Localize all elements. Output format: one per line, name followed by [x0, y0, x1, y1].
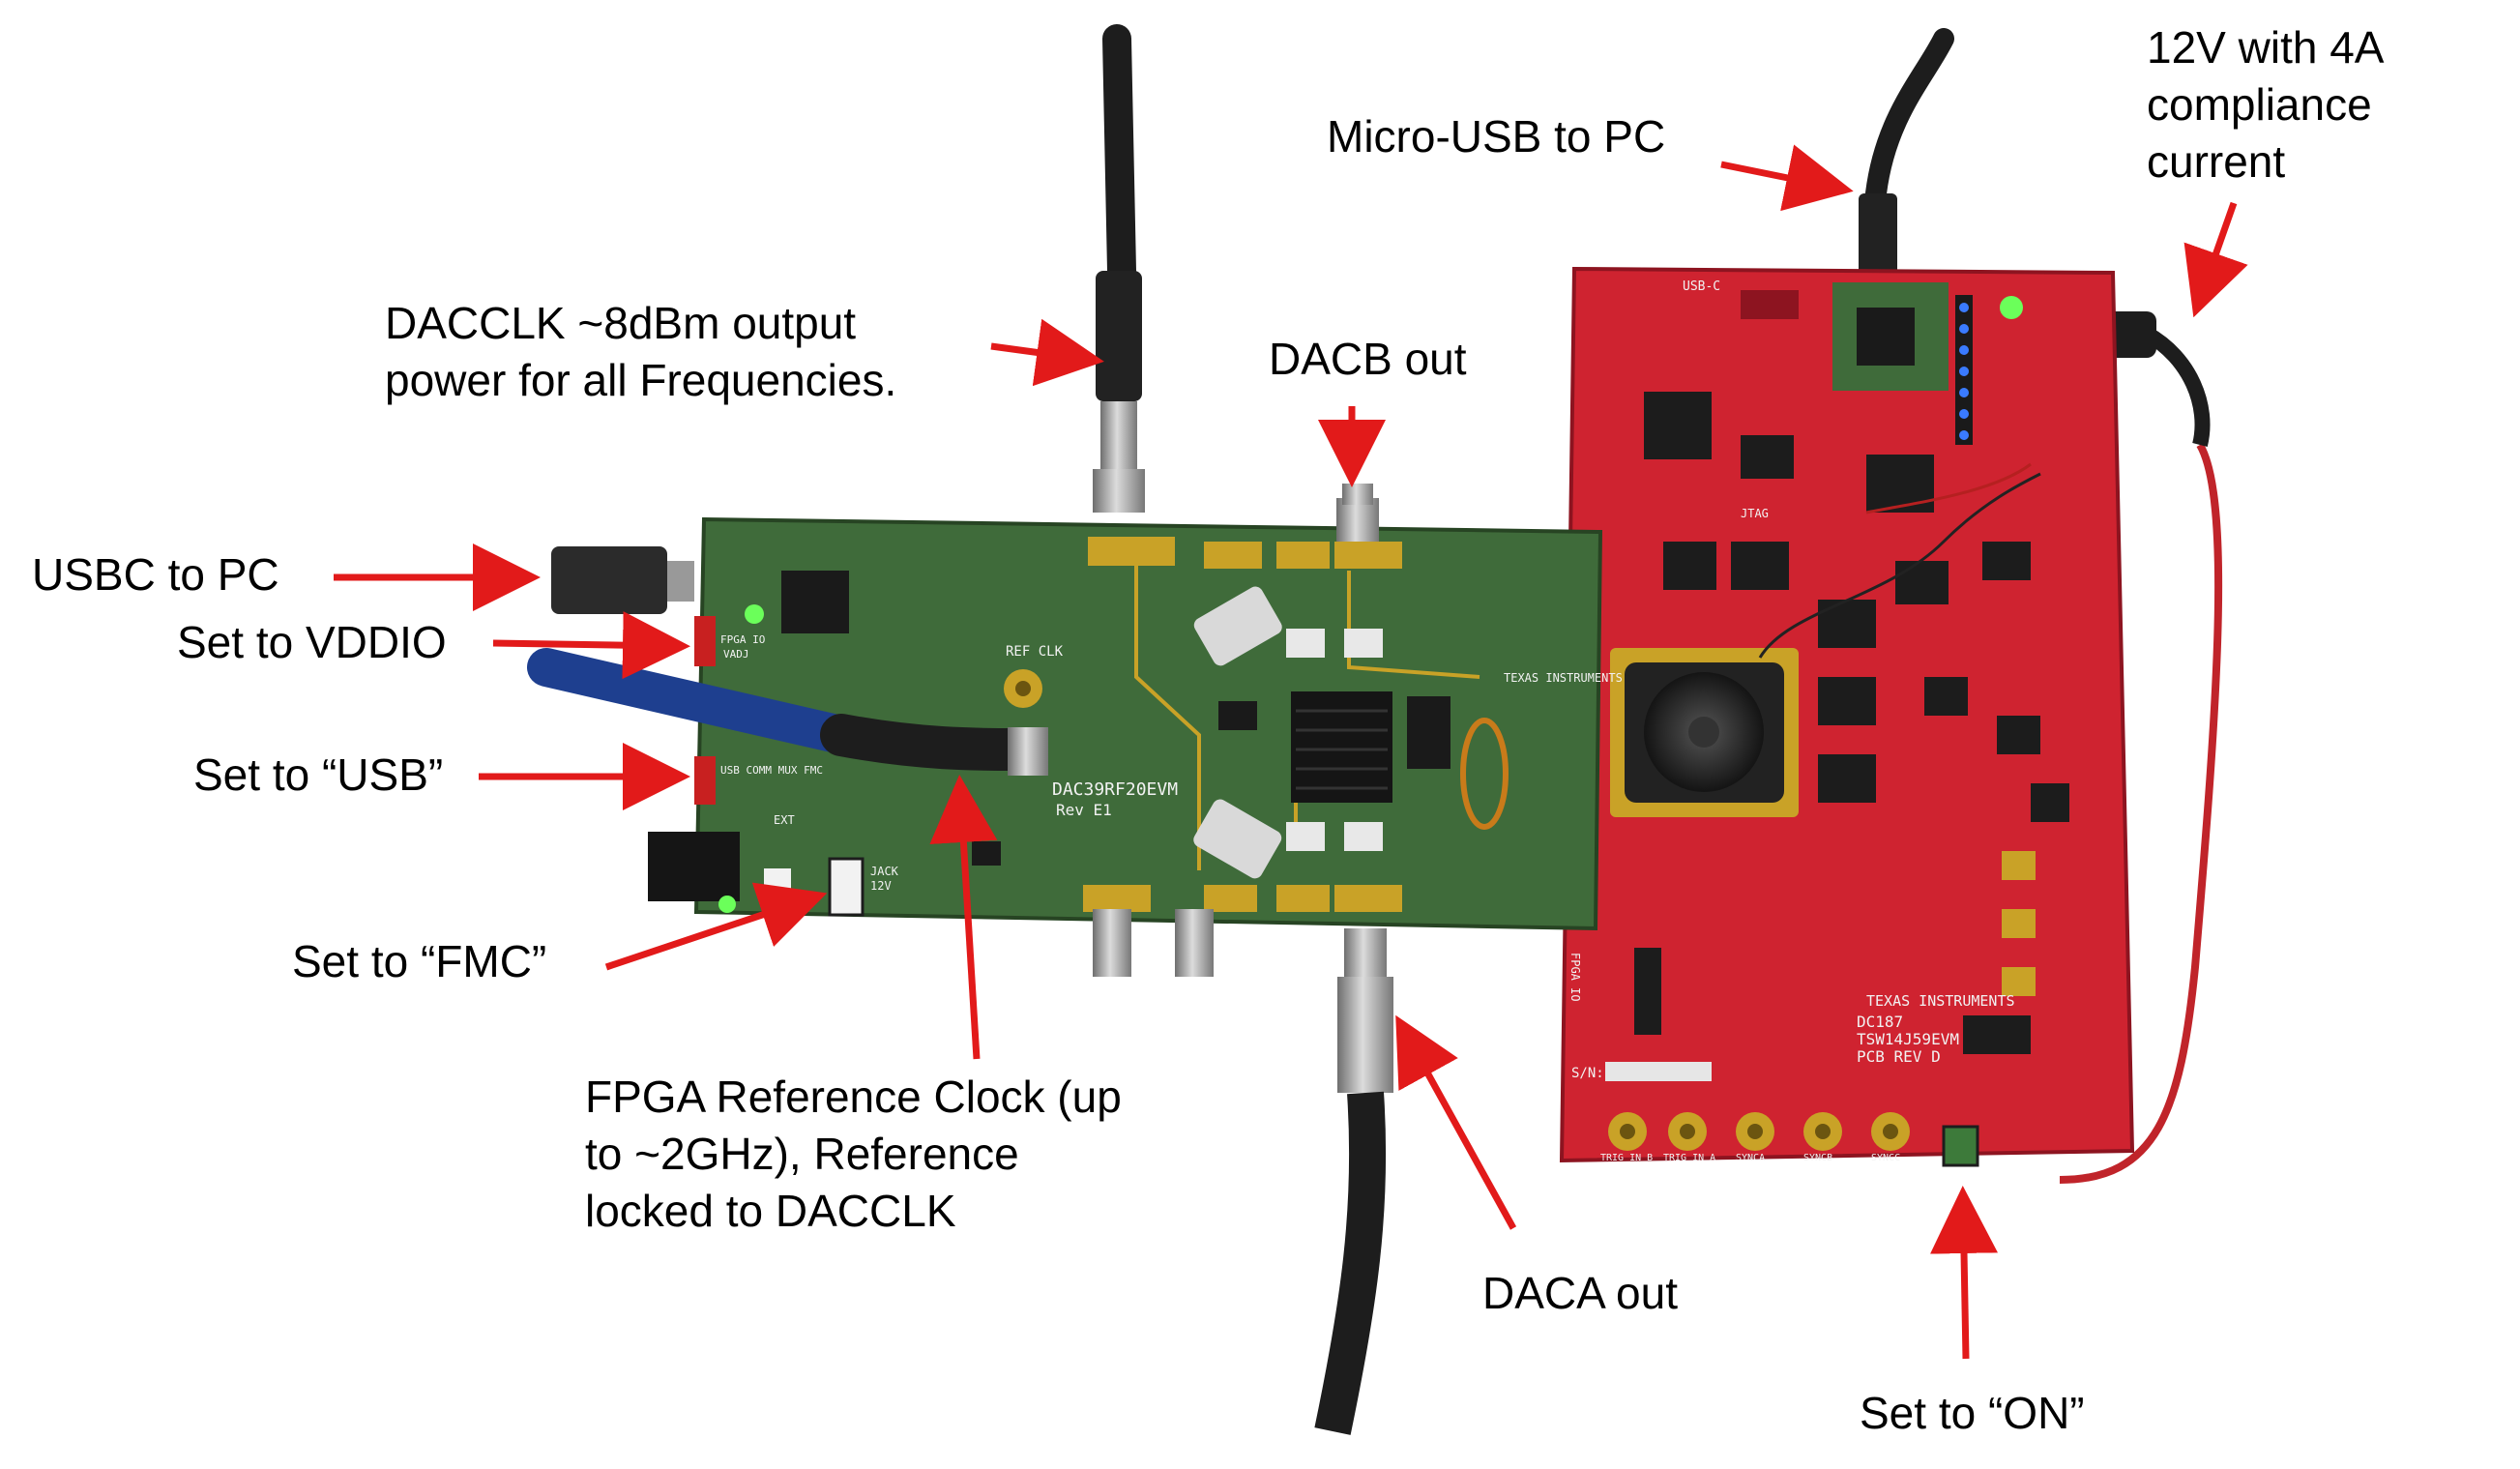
power-switch[interactable] — [1942, 1125, 1979, 1167]
vddio-switch[interactable] — [694, 616, 716, 666]
label-fpga-ref-line2: to ~2GHz), Reference — [585, 1128, 1019, 1179]
silk-trig-in-b: TRIG IN B — [1600, 1153, 1653, 1163]
arrow-fpga-ref — [929, 775, 998, 1060]
silk-sync-a: SYNCA — [1736, 1153, 1765, 1163]
silk-12v: 12V — [870, 879, 892, 893]
label-fpga-ref-line3: locked to DACCLK — [585, 1185, 956, 1236]
micro-usb-cable — [1859, 28, 1954, 280]
label-usbc: USBC to PC — [32, 549, 279, 600]
silk-jtag: JTAG — [1741, 507, 1769, 520]
silk-vadj: VADJ — [723, 648, 749, 661]
label-power-line1: 12V with 4A — [2147, 22, 2385, 73]
arrow-daca — [1395, 1014, 1517, 1230]
label-dacclk-line1: DACCLK ~8dBm output — [385, 298, 857, 348]
status-led-column — [1955, 295, 1973, 445]
sma-connector-row — [1608, 1112, 1910, 1151]
silk-ref-clk: REF CLK — [1006, 644, 1064, 660]
silk-jack: JACK — [870, 865, 899, 878]
annotation-arrows — [334, 144, 2248, 1360]
silk-red-brand: TEXAS INSTRUMENTS — [1866, 992, 2015, 1010]
silk-sync-b: SYNCB — [1803, 1153, 1832, 1163]
silk-sn: S/N: — [1571, 1066, 1604, 1081]
label-micro-usb: Micro-USB to PC — [1327, 111, 1666, 162]
arrow-micro-usb — [1720, 144, 1854, 212]
daca-coax-cable — [1314, 928, 1393, 1435]
silk-usbc: USB-C — [1683, 279, 1720, 294]
label-on-switch: Set to “ON” — [1860, 1388, 2085, 1438]
silk-ext: EXT — [774, 813, 795, 827]
silk-red-code: DC187 — [1857, 1013, 1903, 1031]
fmc-switch[interactable] — [828, 857, 864, 917]
label-power-line2: compliance — [2147, 78, 2372, 130]
silk-ti-logo: TEXAS INSTRUMENTS — [1504, 671, 1623, 685]
arrow-vddio — [492, 611, 690, 680]
silk-red-name: TSW14J59EVM — [1857, 1030, 1959, 1048]
label-fpga-ref-clock: FPGA Reference Clock (up to ~2GHz), Refe… — [585, 1069, 1122, 1240]
dacclk-coax-cable — [1093, 24, 1145, 513]
label-dacclk: DACCLK ~8dBm output power for all Freque… — [385, 295, 896, 409]
power-led — [2000, 296, 2023, 319]
silk-fpga-io: FPGA IO — [1568, 953, 1582, 1002]
arrow-dacclk — [990, 318, 1104, 387]
silk-trig-in-a: TRIG IN A — [1663, 1153, 1715, 1163]
silk-fpga-io-green: FPGA IO — [720, 633, 765, 646]
label-fpga-ref-line1: FPGA Reference Clock (up — [585, 1072, 1122, 1122]
arrow-fmc-switch — [604, 882, 828, 971]
label-fmc-switch: Set to “FMC” — [292, 936, 547, 986]
green-dac-evm-board: DAC39RF20EVM Rev E1 REF CLK TEXAS INSTRU… — [648, 484, 1623, 977]
silk-usb-mux: USB COMM MUX FMC — [720, 764, 823, 777]
arrow-power — [2183, 201, 2248, 318]
label-dacclk-line2: power for all Frequencies. — [385, 354, 897, 405]
usb-comm-switch[interactable] — [694, 756, 716, 805]
label-dacb-out: DACB out — [1269, 334, 1467, 384]
silk-green-board-rev: Rev E1 — [1056, 801, 1112, 819]
label-vddio: Set to VDDIO — [177, 617, 447, 667]
label-power-supply: 12V with 4A compliance current — [2147, 19, 2384, 191]
silk-red-rev: PCB REV D — [1857, 1047, 1941, 1066]
label-usb-switch: Set to “USB” — [193, 749, 444, 800]
silk-green-board-name: DAC39RF20EVM — [1052, 779, 1178, 800]
silk-sync-c: SYNCC — [1871, 1153, 1900, 1163]
usbc-cable — [551, 546, 694, 614]
label-daca-out: DACA out — [1482, 1268, 1678, 1318]
fpga-refclk-cable — [527, 648, 1048, 776]
label-power-line3: current — [2147, 135, 2286, 187]
red-fpga-capture-board: S/N: TEXAS INSTRUMENTS DC187 TSW14J59EVM… — [1559, 266, 2135, 1167]
arrow-on-switch — [1930, 1186, 1999, 1360]
